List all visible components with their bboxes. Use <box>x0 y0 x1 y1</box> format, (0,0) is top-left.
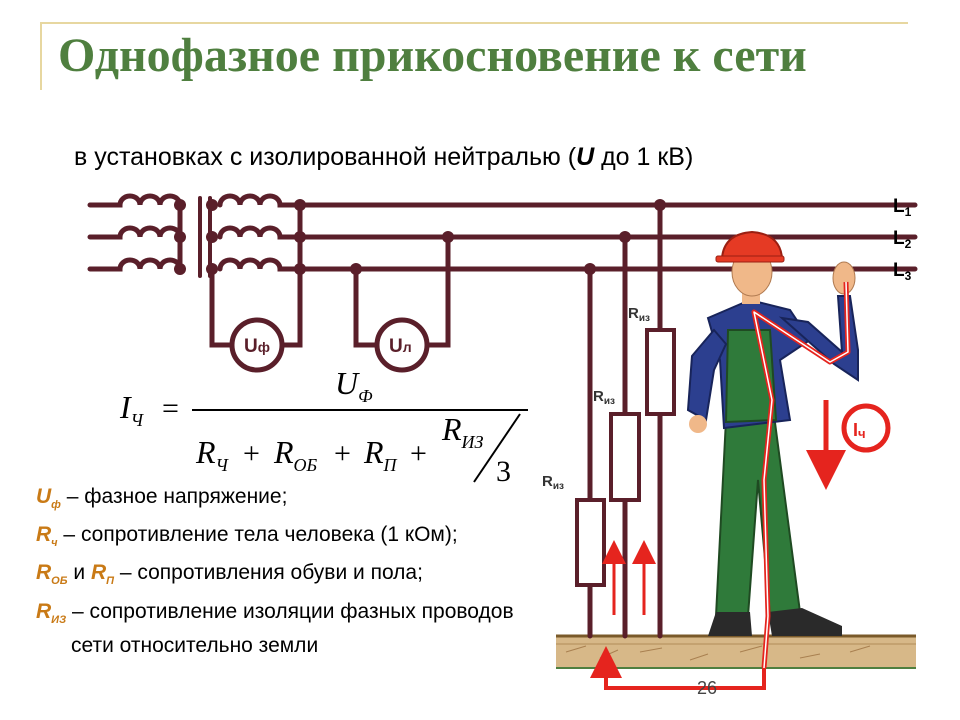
legend-connector: и <box>67 561 91 585</box>
legend-symbol: Uф <box>36 485 61 512</box>
legend-text: – сопротивления обуви и пола; <box>114 561 423 585</box>
body-current-label: Iч <box>853 420 866 441</box>
ground-strip <box>556 634 916 669</box>
formula-insulation-denominator: 3 <box>496 455 511 488</box>
page-number: 26 <box>697 678 718 698</box>
primary-coil-2 <box>87 225 183 240</box>
subtitle-voltage-symbol: U <box>576 143 595 171</box>
subtitle: в установках с изолированной нейтралью (… <box>74 143 693 172</box>
legend-item-phase-voltage: Uф – фазное напряжение; <box>36 484 556 518</box>
left-boot <box>708 612 752 636</box>
secondary-coil-3 <box>217 257 918 272</box>
overalls-legs <box>714 399 802 618</box>
insulation-resistor-l2 <box>609 412 641 502</box>
legend-item-shoe-floor-resistance: RОБ и RП – сопротивления обуви и пола; <box>36 560 556 594</box>
insulation-resistor-l3 <box>575 498 606 587</box>
lowered-hand <box>689 415 707 433</box>
formula-plus-3: + <box>410 437 427 470</box>
primary-coil-1 <box>87 193 183 208</box>
secondary-coil-2 <box>217 225 918 240</box>
line-label-l3: L3 <box>893 260 912 283</box>
junction-dots <box>174 199 666 275</box>
formula-insulation-numerator: RИЗ <box>441 411 484 452</box>
formula-slash <box>473 413 521 483</box>
title-frame <box>40 22 908 90</box>
line-meter-lead-right <box>425 234 451 348</box>
legend-symbol-2: RП <box>90 561 115 588</box>
legend-item-body-resistance: Rч – сопротивление тела человека (1 кОм)… <box>36 522 556 556</box>
legend-symbol: RИЗ <box>36 599 67 626</box>
formula-equals: = <box>162 392 179 425</box>
symbol-legend: Uф – фазное напряжение; Rч – сопротивлен… <box>36 484 556 663</box>
formula-numerator: UФ <box>335 365 373 406</box>
page-title: Однофазное прикосновение к сети <box>58 29 807 82</box>
body-current-path-highlight <box>753 281 849 669</box>
legend-text: – сопротивление тела человека (1 кОм); <box>57 523 458 547</box>
subtitle-suffix: до 1 кВ) <box>594 143 694 171</box>
formula-lhs: IЧ <box>119 389 145 430</box>
line-label-l1: L1 <box>893 196 912 219</box>
line-voltmeter-label: Uл <box>389 336 412 357</box>
current-formula: IЧ = UФ RЧ + RОБ + RП + RИЗ 3 <box>119 365 528 488</box>
body-current-badge <box>841 403 891 453</box>
subtitle-prefix: в установках с изолированной нейтралью ( <box>74 143 577 171</box>
insulation-resistor-l1 <box>645 328 676 416</box>
insulation-resistor-label-l1: Rиз <box>628 305 650 324</box>
formula-term-1: RЧ <box>195 434 230 475</box>
insulation-resistor-label-l3: Rиз <box>542 473 564 492</box>
formula-term-2: RОБ <box>273 434 318 475</box>
formula-plus-2: + <box>334 437 351 470</box>
legend-item-insulation-resistance: RИЗ – сопротивление изоляции фазных пров… <box>36 599 556 659</box>
wiring <box>87 193 918 639</box>
line-label-l2: L2 <box>893 228 912 251</box>
insulation-resistor-label-l2: Rиз <box>593 388 615 407</box>
legend-text: – сопротивление изоляции фазных проводов… <box>66 599 514 657</box>
legend-symbol: Rч <box>36 523 58 550</box>
right-boot <box>768 608 842 636</box>
phase-meter-lead-right <box>279 266 303 348</box>
helmet-brim <box>715 255 785 263</box>
legend-text: – фазное напряжение; <box>60 485 288 508</box>
helmet-icon <box>720 230 784 259</box>
legend-symbol: RОБ <box>36 561 68 588</box>
formula-term-3: RП <box>363 434 398 475</box>
phase-meter-lead-left <box>209 269 235 348</box>
phase-voltmeter: Uф <box>229 317 285 373</box>
phase-voltmeter-label: Uф <box>244 336 270 357</box>
line-voltmeter: Uл <box>374 317 430 373</box>
line-meter-lead-left <box>353 266 379 348</box>
person-figure <box>686 230 859 669</box>
formula-plus-1: + <box>243 437 260 470</box>
ground-current-path <box>590 646 766 690</box>
primary-coil-3 <box>87 257 183 272</box>
secondary-coil-1 <box>217 193 918 208</box>
